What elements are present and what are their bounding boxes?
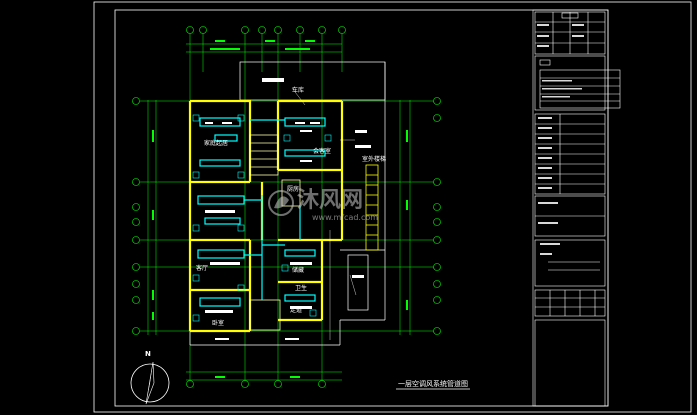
room-label-garage: 车库 bbox=[292, 86, 304, 94]
annotation-bars bbox=[205, 78, 371, 340]
title-block bbox=[532, 9, 621, 407]
room-label-bath: 卫生 bbox=[295, 284, 307, 292]
grid-axes bbox=[140, 28, 440, 385]
drawing-title: 一层空调风系统管道图 bbox=[398, 379, 468, 388]
grid-axis-bubbles bbox=[132, 26, 441, 388]
room-label-corridor: 走道 bbox=[290, 306, 302, 314]
duct-diffusers bbox=[192, 114, 332, 322]
room-label-store: 储藏 bbox=[292, 266, 304, 274]
drawing-frame-outer bbox=[93, 1, 692, 413]
outdoor-stair bbox=[365, 164, 379, 251]
room-label-bedroom: 卧室 bbox=[212, 319, 224, 327]
watermark-logo-icon bbox=[268, 190, 294, 216]
room-label-family-hall: 家庭起居 bbox=[204, 139, 228, 147]
room-label-kitchen: 厨房 bbox=[287, 185, 299, 193]
air-ducts bbox=[197, 117, 326, 307]
north-label: N bbox=[145, 350, 151, 358]
room-label-outdoor-stair: 室外楼梯 bbox=[362, 155, 386, 163]
title-block-text-bars bbox=[537, 24, 584, 255]
leader-lines bbox=[291, 87, 357, 340]
dimension-text bbox=[152, 40, 408, 378]
walls-thin bbox=[249, 134, 301, 331]
watermark-url: www.mfcad.com bbox=[312, 213, 378, 222]
room-label-living: 客厅 bbox=[196, 264, 208, 272]
room-label-meeting: 会客室 bbox=[313, 147, 331, 155]
watermark-text: 沐风网 bbox=[297, 188, 363, 213]
north-arrow-icon bbox=[130, 361, 170, 405]
